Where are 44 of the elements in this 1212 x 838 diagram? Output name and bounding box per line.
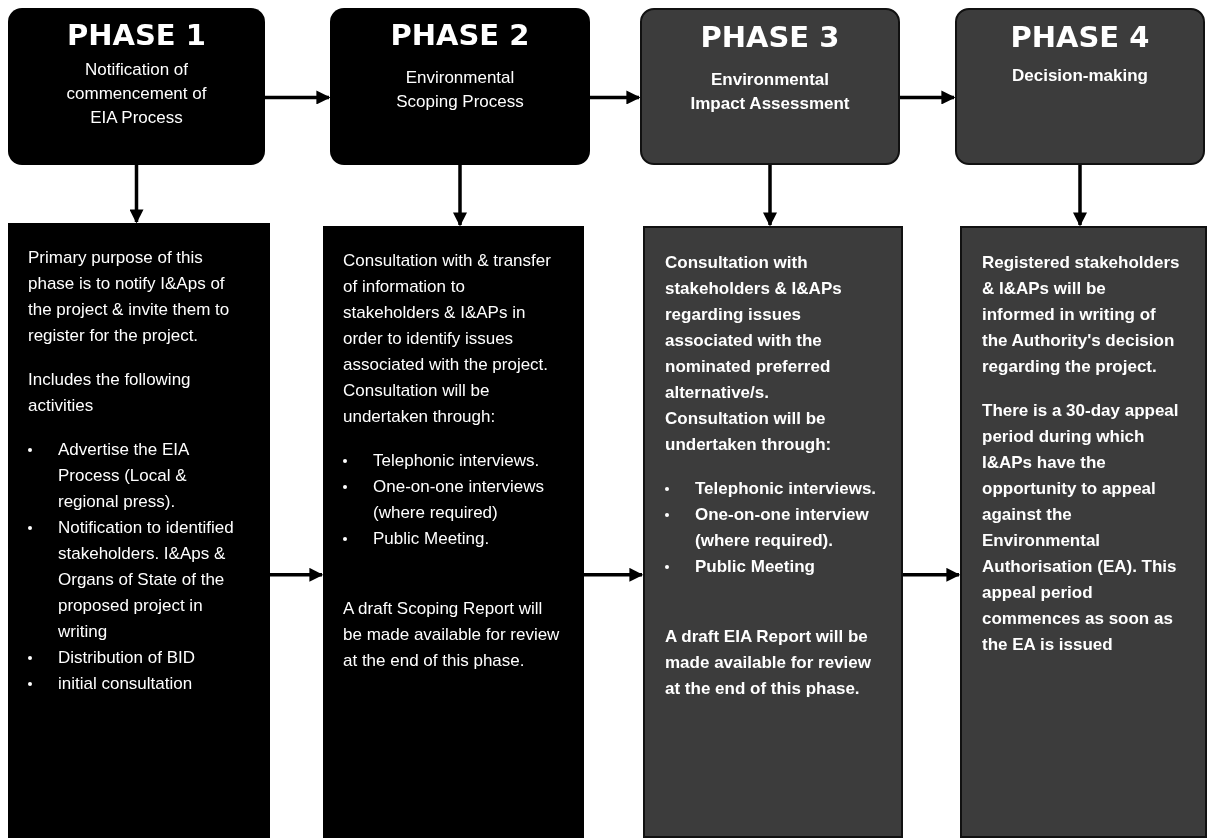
arrow [265, 90, 331, 105]
bullet-item: One-on-one interviews (where required) [373, 476, 546, 524]
phase-box [8, 8, 265, 165]
paragraph: There is a 30-day appeal period during which I&APs have the opportunity to appeal against the Environmental Authorisation (EA). This appeal period commences as soon as the EA is issued [982, 400, 1180, 656]
arrow [903, 567, 961, 582]
description-panel [960, 226, 1207, 838]
bullet-item: Advertise the EIA Process (Local & regional press). [58, 439, 190, 513]
paragraph: Primary purpose of this phase is to notify I&Aps of the project & invite them to register for the project. [28, 247, 231, 347]
bullet-item: Public Meeting. [373, 528, 490, 550]
phase-heading: PHASE 4 [1010, 19, 1150, 56]
phase-box [955, 8, 1205, 165]
phase-box [330, 8, 590, 165]
phase-heading: PHASE 1 [67, 17, 206, 54]
phase-subtitle: Notification of commencement of EIA Process [65, 59, 208, 129]
bullet-item: Telephonic interviews. [695, 478, 877, 500]
phase-subtitle: Environmental Impact Assessment [689, 69, 851, 115]
paragraph: Includes the following activities [28, 369, 192, 417]
bullet-item: initial consultation [58, 673, 193, 695]
phase-box [640, 8, 900, 165]
arrow [584, 567, 644, 582]
paragraph: Consultation with stakeholders & I&APs regarding issues associated with the nominated preferred alternative/s. Consultation will be undertaken through: [665, 252, 843, 456]
bullet-item: Notification to identified stakeholders. I&Aps & Organs of State of the proposed project in writing [58, 517, 235, 643]
bullet-item: Distribution of BID [58, 647, 195, 669]
description-panel [323, 226, 584, 838]
paragraph: Consultation with & transfer of information to stakeholders & I&APs in order to identify issues associated with the project. Consultation will be undertaken through: [343, 250, 552, 428]
bullet-item: Public Meeting [695, 556, 815, 578]
bullet-item: Telephonic interviews. [373, 450, 540, 472]
arrow [453, 165, 467, 227]
arrow [590, 90, 641, 105]
phase-subtitle: Decision-making [1010, 65, 1149, 87]
arrow [900, 90, 956, 105]
arrow [129, 165, 144, 224]
arrow [763, 165, 777, 227]
arrow [1073, 165, 1087, 227]
arrow [270, 567, 324, 582]
phase-heading: PHASE 2 [390, 17, 530, 54]
phase-subtitle: Environmental Scoping Process [395, 67, 525, 113]
description-panel [8, 223, 270, 838]
paragraph: Registered stakeholders & I&APs will be informed in writing of the Authority's decision regarding the project. [982, 252, 1181, 378]
paragraph: A draft Scoping Report will be made available for review at the end of this phase. [343, 598, 560, 672]
description-panel [643, 226, 903, 838]
phase-heading: PHASE 3 [700, 19, 840, 56]
paragraph: A draft EIA Report will be made available for review at the end of this phase. [665, 626, 872, 700]
bullet-item: One-on-one interview (where required). [695, 504, 870, 552]
